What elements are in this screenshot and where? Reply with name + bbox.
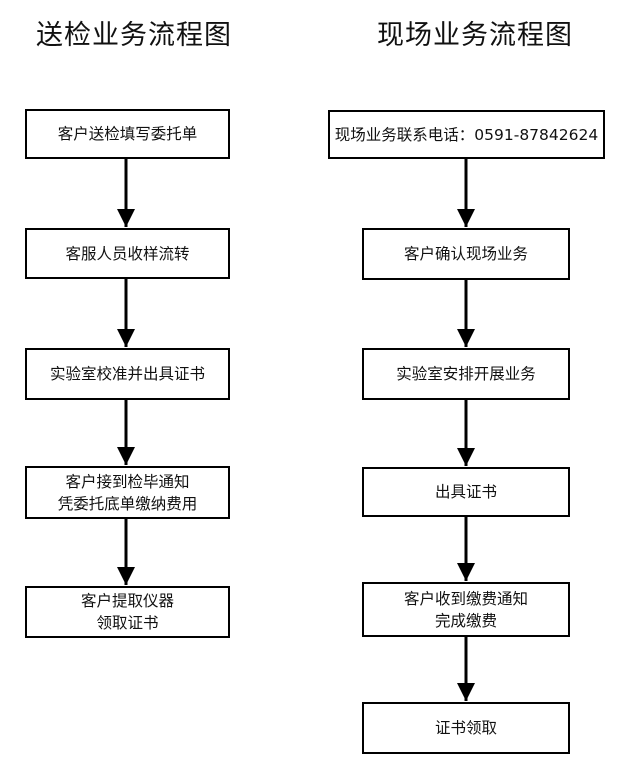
right-step-3-line-1: 实验室安排开展业务 — [396, 365, 536, 383]
left-step-3-line-1: 实验室校准并出具证书 — [49, 365, 205, 383]
left-step-1-line-1: 客户送检填写委托单 — [57, 125, 198, 143]
right-step-6: 证书领取 — [362, 702, 570, 754]
left-step-4: 客户接到检毕通知凭委托底单缴纳费用 — [25, 466, 230, 519]
left-step-4-line-1: 客户接到检毕通知 — [65, 472, 190, 491]
left-step-5-line-2: 领取证书 — [96, 614, 159, 632]
right-step-1-line-1: 现场业务联系电话：0591-87842624 — [334, 125, 599, 144]
left-step-4-line-2: 凭委托底单缴纳费用 — [57, 494, 198, 513]
right-step-5: 客户收到缴费通知完成缴费 — [362, 582, 570, 637]
left-step-5-line-1: 客户提取仪器 — [80, 592, 174, 610]
left-step-2-line-1: 客服人员收样流转 — [65, 244, 190, 263]
right-step-3: 实验室安排开展业务 — [362, 348, 570, 400]
right-step-5-line-2: 完成缴费 — [434, 611, 497, 630]
left-chart-title: 送检业务流程图 — [36, 20, 232, 51]
left-step-1: 客户送检填写委托单 — [25, 109, 230, 159]
left-step-5: 客户提取仪器领取证书 — [25, 586, 230, 638]
left-step-2: 客服人员收样流转 — [25, 228, 230, 279]
right-chart-title: 现场业务流程图 — [377, 20, 573, 51]
right-step-6-line-1: 证书领取 — [434, 719, 497, 737]
left-step-3: 实验室校准并出具证书 — [25, 348, 230, 400]
right-step-4-line-1: 出具证书 — [434, 483, 497, 501]
right-step-4: 出具证书 — [362, 467, 570, 517]
right-step-1: 现场业务联系电话：0591-87842624 — [328, 110, 605, 159]
right-step-2: 客户确认现场业务 — [362, 228, 570, 280]
right-step-2-line-1: 客户确认现场业务 — [403, 245, 528, 263]
right-step-5-line-1: 客户收到缴费通知 — [403, 589, 528, 608]
